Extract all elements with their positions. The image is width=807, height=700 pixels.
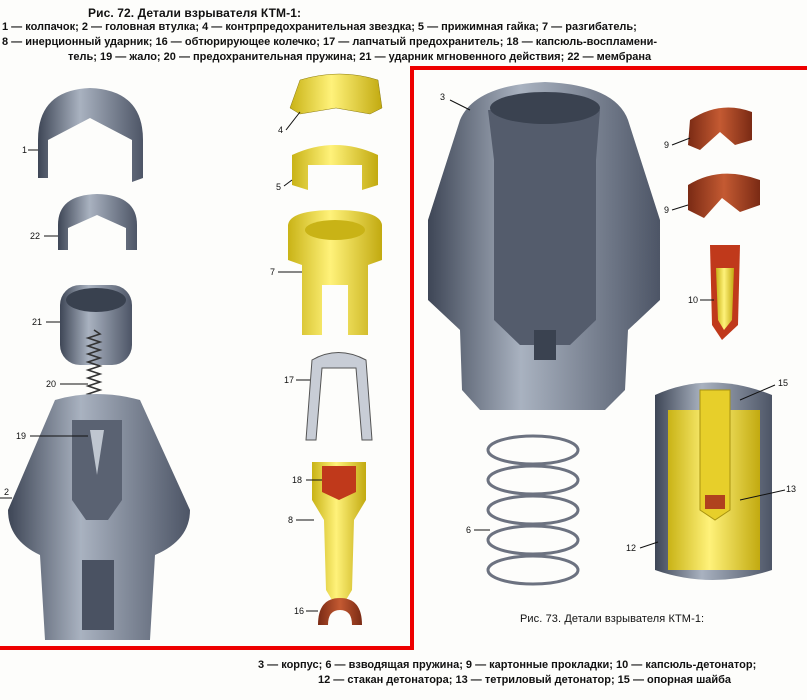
- part-spring-6: 6: [466, 434, 580, 586]
- svg-text:2: 2: [4, 487, 9, 497]
- fig72-caption: Рис. 72. Детали взрывателя КТМ-1:: [88, 6, 302, 20]
- svg-text:8: 8: [288, 515, 293, 525]
- svg-text:1: 1: [22, 145, 27, 155]
- fig73-legend-line-1: 3 — корпус; 6 — взводящая пружина; 9 — к…: [258, 659, 757, 671]
- part-ring-16: 16: [294, 598, 362, 625]
- svg-text:18: 18: [292, 475, 302, 485]
- svg-text:13: 13: [786, 484, 796, 494]
- part-body-3: 3: [428, 82, 660, 410]
- part-striker-21: 21: [32, 285, 132, 365]
- part-cap-1: 1: [22, 88, 143, 182]
- svg-text:15: 15: [778, 378, 788, 388]
- svg-text:10: 10: [688, 295, 698, 305]
- part-star-4: 4: [278, 73, 383, 135]
- svg-text:12: 12: [626, 543, 636, 553]
- part-detonator-cap-10: 10: [688, 245, 740, 340]
- fig72-legend-line-3: тель; 19 — жало; 20 — предохранительная …: [68, 51, 652, 63]
- part-membrane-22: 22: [30, 194, 137, 250]
- svg-text:7: 7: [270, 267, 275, 277]
- svg-text:4: 4: [278, 125, 283, 135]
- svg-text:6: 6: [466, 525, 471, 535]
- fig73-caption: Рис. 73. Детали взрывателя КТМ-1:: [520, 613, 705, 625]
- highlight-border-top: [412, 66, 807, 70]
- fig72-legend-line-1: 1 — колпачок; 2 — головная втулка; 4 — к…: [2, 21, 637, 33]
- svg-text:9: 9: [664, 205, 669, 215]
- svg-text:9: 9: [664, 140, 669, 150]
- part-inertia-striker-8: 18 8: [288, 462, 366, 600]
- svg-text:16: 16: [294, 606, 304, 616]
- highlight-border-bottom: [0, 646, 414, 650]
- part-head-sleeve-2: 19 2: [0, 394, 190, 640]
- part-nut-5: 5: [276, 145, 378, 192]
- part-safety-17: 17: [284, 352, 373, 441]
- svg-text:19: 19: [16, 431, 26, 441]
- fig73-legend-line-2: 12 — стакан детонатора; 13 — тетриловый …: [318, 674, 732, 686]
- highlight-border-right: [410, 66, 414, 650]
- svg-text:3: 3: [440, 92, 445, 102]
- svg-text:22: 22: [30, 231, 40, 241]
- part-unbender-7: 7: [270, 210, 382, 335]
- part-gasket-9a: 9: [664, 107, 752, 150]
- svg-text:21: 21: [32, 317, 42, 327]
- svg-text:17: 17: [284, 375, 294, 385]
- part-detonator-cup-12: 15 13 12: [626, 378, 796, 580]
- part-gasket-9b: 9: [664, 173, 760, 218]
- fig72-legend-line-2: 8 — инерционный ударник; 16 — обтюрирующ…: [2, 36, 658, 48]
- svg-text:5: 5: [276, 182, 281, 192]
- svg-text:20: 20: [46, 379, 56, 389]
